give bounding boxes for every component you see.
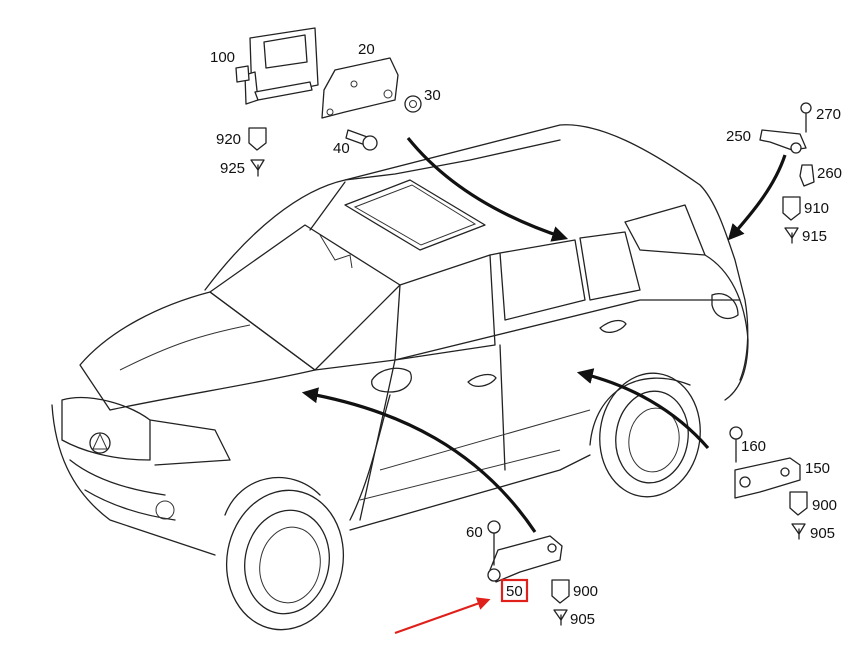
terminal-905-bottom — [553, 609, 568, 626]
connector-910 — [782, 196, 801, 221]
label-915: 915 — [802, 228, 827, 245]
bolt-40 — [345, 129, 378, 151]
label-100: 100 — [210, 49, 235, 66]
connector-900-right — [789, 491, 808, 516]
bracket-20 — [321, 57, 399, 119]
label-900-right: 900 — [812, 497, 837, 514]
bracket-250 — [759, 129, 807, 154]
label-925: 925 — [220, 160, 245, 177]
car-outline — [51, 124, 749, 631]
label-905-bottom: 905 — [570, 611, 595, 628]
nut-30 — [404, 95, 422, 113]
label-20: 20 — [358, 41, 375, 58]
connector-900-bottom — [551, 579, 570, 604]
bolt-60 — [487, 520, 501, 566]
label-920: 920 — [216, 131, 241, 148]
red-pointer-arrow — [394, 597, 491, 635]
highlight-box — [500, 578, 529, 603]
label-30: 30 — [424, 87, 441, 104]
arrow-bottom-to-car — [301, 387, 537, 533]
label-910: 910 — [804, 200, 829, 217]
label-900-bottom: 900 — [573, 583, 598, 600]
clip-260 — [799, 164, 815, 187]
label-905-right: 905 — [810, 525, 835, 542]
arrow-right-top-to-car — [727, 154, 787, 241]
terminal-925 — [250, 159, 265, 177]
label-60: 60 — [466, 524, 483, 541]
control-unit-100 — [235, 27, 319, 105]
label-160: 160 — [741, 438, 766, 455]
bracket-50 — [487, 535, 563, 583]
bracket-150 — [734, 457, 801, 499]
bolt-270 — [800, 102, 812, 133]
terminal-915 — [784, 227, 799, 244]
label-50: 50 — [506, 583, 523, 600]
label-260: 260 — [817, 165, 842, 182]
label-150: 150 — [805, 460, 830, 477]
label-270: 270 — [816, 106, 841, 123]
arrow-right-bottom-to-car — [576, 368, 710, 450]
bolt-160 — [729, 426, 743, 463]
terminal-905-right — [791, 523, 806, 540]
label-40: 40 — [333, 140, 350, 157]
arrow-top-to-car — [406, 136, 569, 242]
connector-920 — [248, 127, 267, 151]
label-250: 250 — [726, 128, 751, 145]
